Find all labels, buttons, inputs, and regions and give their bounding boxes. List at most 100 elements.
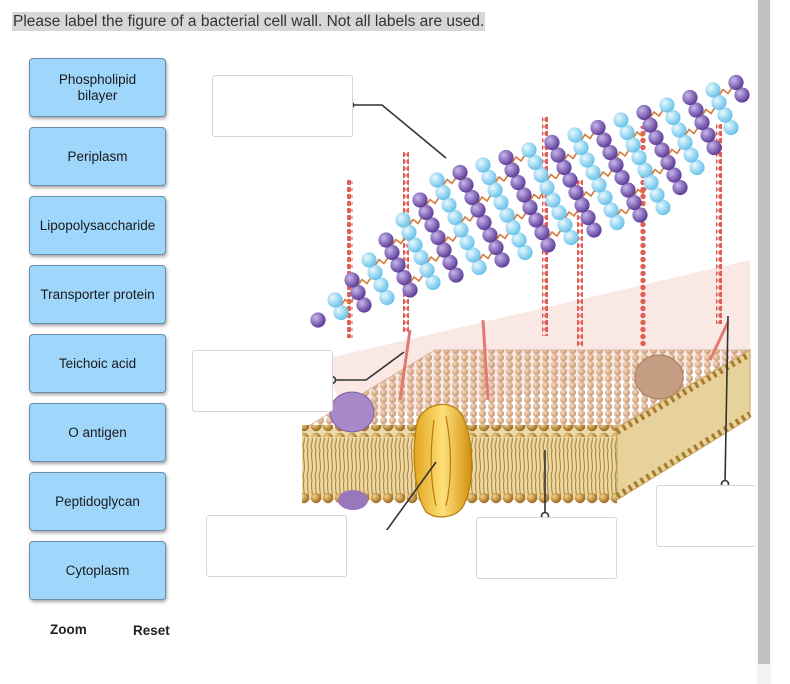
drop-zone-bottom-left[interactable]	[206, 515, 347, 577]
mesh-crosslink	[718, 87, 733, 96]
mesh-bead	[527, 154, 543, 171]
label-cytoplasm[interactable]: Cytoplasm	[29, 541, 166, 600]
mesh-bead	[654, 142, 670, 158]
mesh-bead	[418, 204, 434, 221]
mesh-bead	[620, 182, 636, 198]
mesh-bead	[556, 159, 572, 176]
mesh-bead	[683, 147, 699, 163]
mesh-bead	[631, 149, 647, 166]
mesh-bead	[688, 102, 704, 118]
mesh-bead	[711, 94, 727, 111]
mesh-crosslink	[442, 177, 457, 186]
mesh-bead	[510, 174, 526, 191]
scrollbar-thumb[interactable]	[758, 0, 770, 664]
mesh-bead	[602, 144, 618, 161]
mesh-bead	[660, 154, 676, 171]
mesh-bead	[493, 194, 509, 211]
mesh-bead	[395, 212, 411, 228]
mesh-bead	[521, 142, 537, 158]
mesh-bead	[649, 187, 665, 203]
label-teichoic-acid[interactable]: Teichoic acid	[29, 334, 166, 393]
mesh-bead	[608, 157, 624, 173]
mesh-bead	[441, 197, 457, 213]
mesh-bead	[516, 187, 532, 203]
mesh-bead	[666, 167, 682, 183]
mesh-bead	[482, 227, 498, 243]
mesh-crosslink	[701, 107, 716, 116]
mesh-bead	[481, 169, 497, 186]
mesh-bead	[603, 202, 619, 218]
mesh-crosslink	[478, 252, 493, 261]
mesh-bead	[723, 119, 739, 136]
mesh-bead	[586, 222, 602, 238]
mesh-bead	[563, 229, 579, 246]
mesh-bead	[470, 202, 486, 218]
mesh-bead	[367, 264, 383, 281]
mesh-bead	[373, 277, 389, 293]
drop-zone-bottom-middle[interactable]	[476, 517, 617, 579]
mesh-bead	[498, 149, 514, 166]
zoom-button[interactable]: Zoom	[50, 622, 87, 637]
mesh-bead	[327, 292, 343, 308]
label-periplasm[interactable]: Periplasm	[29, 127, 166, 186]
mesh-bead	[590, 119, 606, 136]
label-transporter-protein[interactable]: Transporter protein	[29, 265, 166, 324]
mesh-bead	[551, 204, 567, 221]
mesh-bead	[419, 262, 435, 278]
label-o-antigen[interactable]: O antigen	[29, 403, 166, 462]
mesh-crosslink	[443, 234, 458, 244]
mesh-crosslink	[684, 127, 699, 136]
mesh-bead	[448, 267, 464, 283]
mesh-bead	[672, 179, 688, 196]
mesh-bead	[655, 199, 671, 216]
instruction-text: Please label the figure of a bacterial c…	[12, 12, 486, 31]
mesh-bead	[465, 247, 481, 263]
mesh-bead	[671, 122, 687, 138]
peptidoglycan-mesh	[310, 74, 750, 328]
mesh-bead	[452, 164, 468, 181]
purple-protein	[329, 391, 375, 433]
mesh-crosslink	[408, 217, 423, 226]
mesh-bead	[534, 224, 550, 241]
mesh-crosslink	[580, 132, 595, 141]
label-phospholipid-bilayer[interactable]: Phospholipid bilayer	[29, 58, 166, 117]
label-peptidoglycan[interactable]: Peptidoglycan	[29, 472, 166, 531]
mesh-bead	[643, 174, 659, 191]
mesh-crosslink	[495, 232, 510, 241]
mesh-bead	[333, 304, 349, 321]
mesh-bead	[436, 242, 452, 258]
mesh-bead	[488, 239, 504, 256]
mesh-bead	[591, 177, 607, 193]
mesh-crosslink	[340, 297, 355, 306]
mesh-bead	[700, 127, 716, 143]
mesh-bead	[717, 107, 733, 123]
drop-zone-middle-left[interactable]	[192, 350, 333, 412]
mesh-bead	[511, 232, 527, 248]
mesh-bead	[458, 177, 474, 193]
mesh-bead	[442, 254, 458, 271]
transporter-protein-shape	[413, 403, 473, 518]
mesh-bead	[350, 284, 366, 301]
mesh-crosslink	[409, 274, 424, 284]
mesh-bead	[609, 214, 625, 231]
reset-button[interactable]: Reset	[133, 623, 170, 638]
mesh-crosslink	[511, 154, 526, 164]
mesh-bead	[706, 139, 722, 156]
mesh-bead	[579, 152, 595, 168]
mesh-bead	[344, 272, 360, 288]
drop-zone-bottom-right[interactable]	[656, 485, 756, 547]
mesh-bead	[430, 229, 446, 246]
mesh-bead	[407, 237, 423, 253]
mesh-bead	[528, 212, 544, 228]
mesh-crosslink	[357, 277, 372, 286]
drop-zone-top[interactable]	[212, 75, 353, 137]
mesh-crosslink	[391, 237, 406, 246]
mesh-bead	[705, 82, 721, 98]
mesh-bead	[384, 244, 400, 261]
mesh-bead	[453, 222, 469, 238]
mesh-crosslink	[425, 197, 440, 206]
label-lipopolysaccharide[interactable]: Lipopolysaccharide	[29, 196, 166, 255]
mesh-bead	[734, 87, 750, 103]
mesh-bead	[636, 104, 652, 121]
mesh-bead	[459, 234, 475, 251]
